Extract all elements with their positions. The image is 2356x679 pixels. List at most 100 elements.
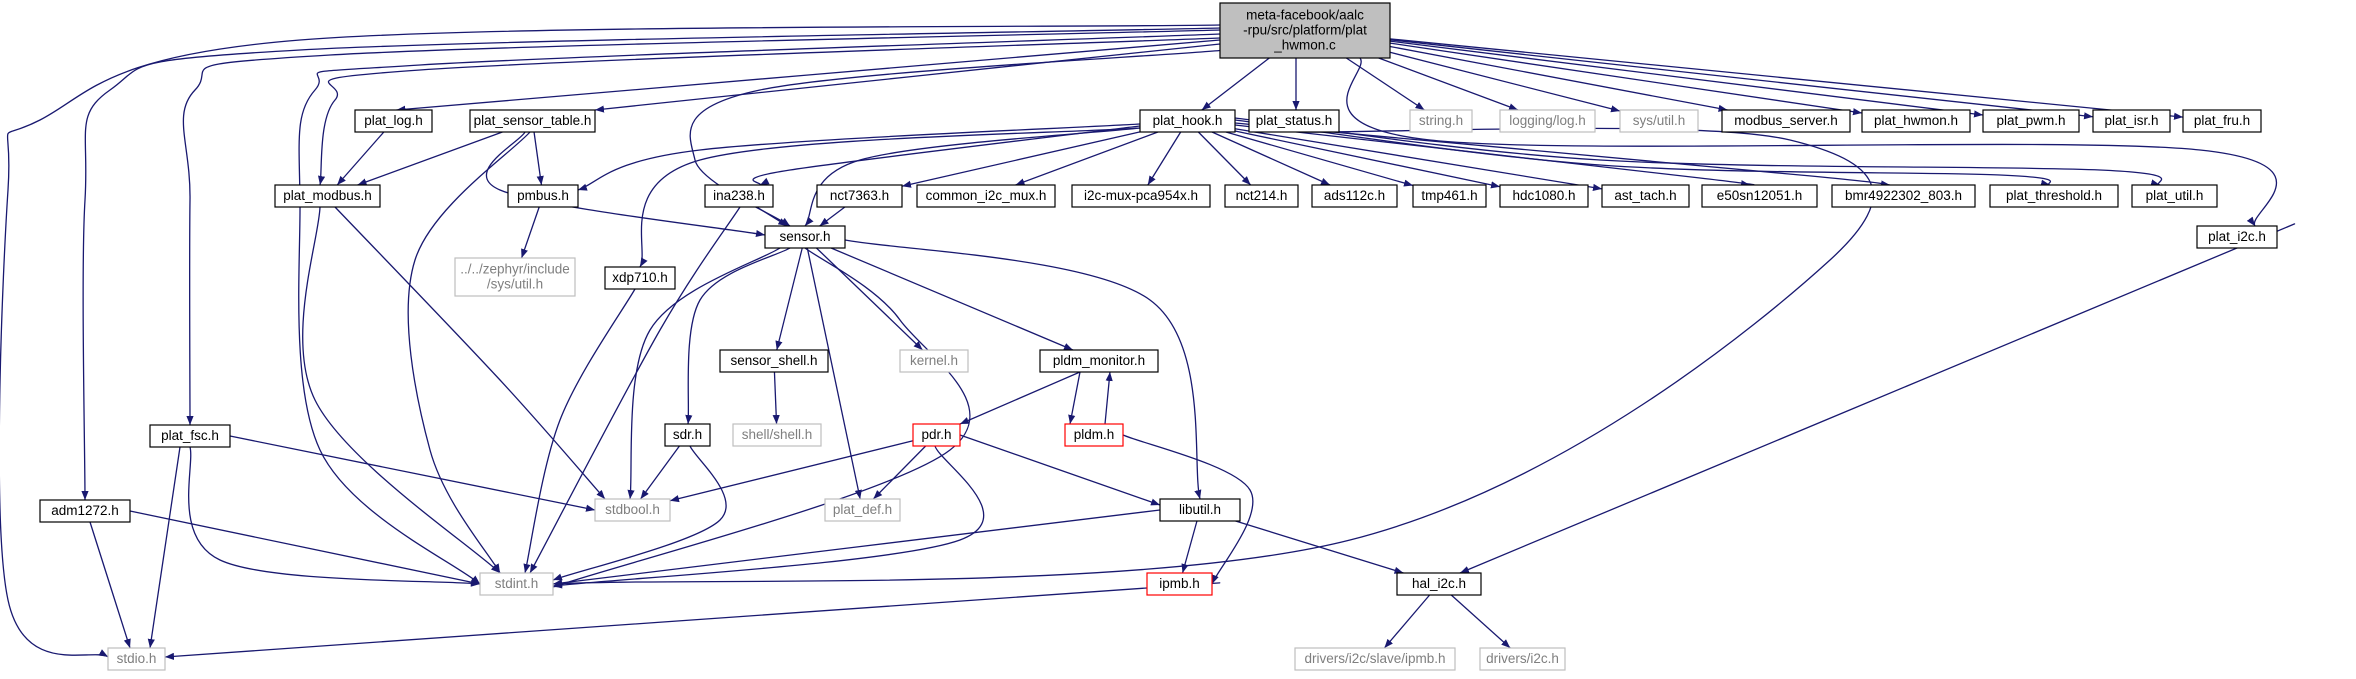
node-box — [732, 423, 822, 447]
node-modbus-server[interactable]: modbus_server.h — [1721, 109, 1851, 133]
node-plat-modbus[interactable]: plat_modbus.h — [274, 184, 381, 208]
edge-ipmb-to-stdio — [164, 582, 1221, 660]
node-box — [1479, 647, 1566, 671]
node-stdio[interactable]: stdio.h — [107, 647, 166, 671]
node-ads112c[interactable]: ads112c.h — [1311, 184, 1398, 208]
node-pdr[interactable]: pdr.h — [912, 423, 961, 447]
node-label: ipmb.h — [1159, 576, 1200, 591]
node-plat-hook[interactable]: plat_hook.h — [1139, 109, 1236, 133]
node-label: plat_sensor_table.h — [474, 113, 592, 128]
edge-plat_sensor_table-to-stdint — [407, 131, 531, 574]
node-e50sn12051[interactable]: e50sn12051.h — [1701, 184, 1818, 208]
node-label: sensor_shell.h — [730, 353, 817, 368]
node-plat-fru[interactable]: plat_fru.h — [2182, 109, 2262, 133]
node-i2c-mux-pca954x[interactable]: i2c-mux-pca954x.h — [1071, 184, 1211, 208]
node-plat-threshold[interactable]: plat_threshold.h — [1989, 184, 2119, 208]
node-label: pldm.h — [1074, 427, 1115, 442]
edge-pldm_monitor-to-pdr — [959, 367, 1090, 425]
node-label: plat_fsc.h — [161, 428, 219, 443]
node-plat-i2c[interactable]: plat_i2c.h — [2196, 225, 2278, 249]
edge-sensor-to-sdr — [685, 247, 791, 425]
node-stdint[interactable]: stdint.h — [479, 572, 554, 596]
node-sensor-shell[interactable]: sensor_shell.h — [719, 349, 829, 373]
node-label: plat_pwm.h — [1996, 113, 2065, 128]
node-box — [1982, 109, 2080, 133]
node-sys-util[interactable]: sys/util.h — [1619, 109, 1699, 133]
node-common-i2c-mux[interactable]: common_i2c_mux.h — [916, 184, 1056, 208]
edge-adm1272-to-stdio — [86, 512, 131, 649]
node-kernel[interactable]: kernel.h — [899, 349, 969, 373]
node-adm1272[interactable]: adm1272.h — [39, 499, 131, 523]
edge-pldm-to-pldm_monitor — [1103, 371, 1113, 429]
node-label: plat_modbus.h — [283, 188, 372, 203]
node-box — [1219, 2, 1391, 59]
edge-root-to-plat_sensor_table — [594, 38, 1267, 113]
node-plat-pwm[interactable]: plat_pwm.h — [1982, 109, 2080, 133]
node-label: libutil.h — [1179, 502, 1221, 517]
node-plat-isr[interactable]: plat_isr.h — [2092, 109, 2171, 133]
edge-plat_hook-to-common_i2c_mux — [1015, 131, 1159, 186]
node-label: modbus_server.h — [1734, 113, 1838, 128]
node-box — [1224, 184, 1299, 208]
node-box — [507, 184, 579, 208]
node-plat-util[interactable]: plat_util.h — [2131, 184, 2218, 208]
edge-hal_i2c-to-drv_slave_ipmb — [1383, 594, 1431, 649]
node-plat-hwmon[interactable]: plat_hwmon.h — [1861, 109, 1971, 133]
node-nct214[interactable]: nct214.h — [1224, 184, 1299, 208]
node-zephyr-util[interactable]: ../../zephyr/include/sys/util.h — [454, 257, 576, 297]
node-box — [1409, 109, 1473, 133]
node-ast-tach[interactable]: ast_tach.h — [1601, 184, 1690, 208]
edge-plat_hook-to-plat_threshold — [1234, 119, 2052, 187]
node-sensor[interactable]: sensor.h — [764, 225, 846, 249]
node-hdc1080[interactable]: hdc1080.h — [1499, 184, 1589, 208]
node-box — [479, 572, 554, 596]
node-sdr[interactable]: sdr.h — [664, 423, 711, 447]
node-label: ina238.h — [713, 188, 765, 203]
node-plat-log[interactable]: plat_log.h — [354, 109, 433, 133]
node-label: ast_tach.h — [1614, 188, 1676, 203]
node-box — [1311, 184, 1398, 208]
node-box — [149, 424, 231, 448]
node-pmbus[interactable]: pmbus.h — [507, 184, 579, 208]
node-tmp461[interactable]: tmp461.h — [1412, 184, 1487, 208]
node-drv-slave-ipmb[interactable]: drivers/i2c/slave/ipmb.h — [1294, 647, 1456, 671]
node-label: bmr4922302_803.h — [1845, 188, 1962, 203]
node-xdp710[interactable]: xdp710.h — [604, 266, 676, 290]
node-box — [912, 423, 961, 447]
node-box — [719, 349, 829, 373]
node-label: string.h — [1419, 113, 1463, 128]
node-drv-i2c[interactable]: drivers/i2c.h — [1479, 647, 1566, 671]
node-plat-status[interactable]: plat_status.h — [1248, 109, 1340, 133]
node-label: plat_hook.h — [1153, 113, 1223, 128]
node-pldm-monitor[interactable]: pldm_monitor.h — [1039, 349, 1159, 373]
node-ina238[interactable]: ina238.h — [704, 184, 774, 208]
node-box — [704, 184, 774, 208]
node-plat-def[interactable]: plat_def.h — [824, 498, 901, 522]
node-libutil[interactable]: libutil.h — [1159, 498, 1241, 522]
node-string[interactable]: string.h — [1409, 109, 1473, 133]
node-nct7363[interactable]: nct7363.h — [816, 184, 903, 208]
edge-nct7363-to-sensor — [819, 206, 846, 227]
node-label: plat_log.h — [364, 113, 423, 128]
node-bmr4922302[interactable]: bmr4922302_803.h — [1831, 184, 1976, 208]
node-shell[interactable]: shell/shell.h — [732, 423, 822, 447]
node-label: drivers/i2c/slave/ipmb.h — [1304, 651, 1445, 666]
node-hal-i2c[interactable]: hal_i2c.h — [1396, 572, 1482, 596]
node-pldm[interactable]: pldm.h — [1064, 423, 1124, 447]
node-plat-fsc[interactable]: plat_fsc.h — [149, 424, 231, 448]
edge-plat_modbus-to-stdbool — [334, 206, 606, 500]
node-box — [1071, 184, 1211, 208]
node-label: stdint.h — [495, 576, 539, 591]
edge-sdr-to-stdint — [552, 445, 727, 581]
node-box — [1989, 184, 2119, 208]
edge-plat_hook-to-sensor — [804, 127, 1141, 227]
node-ipmb[interactable]: ipmb.h — [1146, 572, 1213, 596]
node-logging[interactable]: logging/log.h — [1499, 109, 1596, 133]
node-box — [2092, 109, 2171, 133]
node-label: plat_util.h — [2146, 188, 2204, 203]
node-plat-sensor-table[interactable]: plat_sensor_table.h — [469, 109, 596, 133]
node-box — [1248, 109, 1340, 133]
node-root[interactable]: meta-facebook/aalc-rpu/src/platform/plat… — [1219, 2, 1391, 59]
node-box — [2196, 225, 2278, 249]
node-stdbool[interactable]: stdbool.h — [594, 498, 671, 522]
